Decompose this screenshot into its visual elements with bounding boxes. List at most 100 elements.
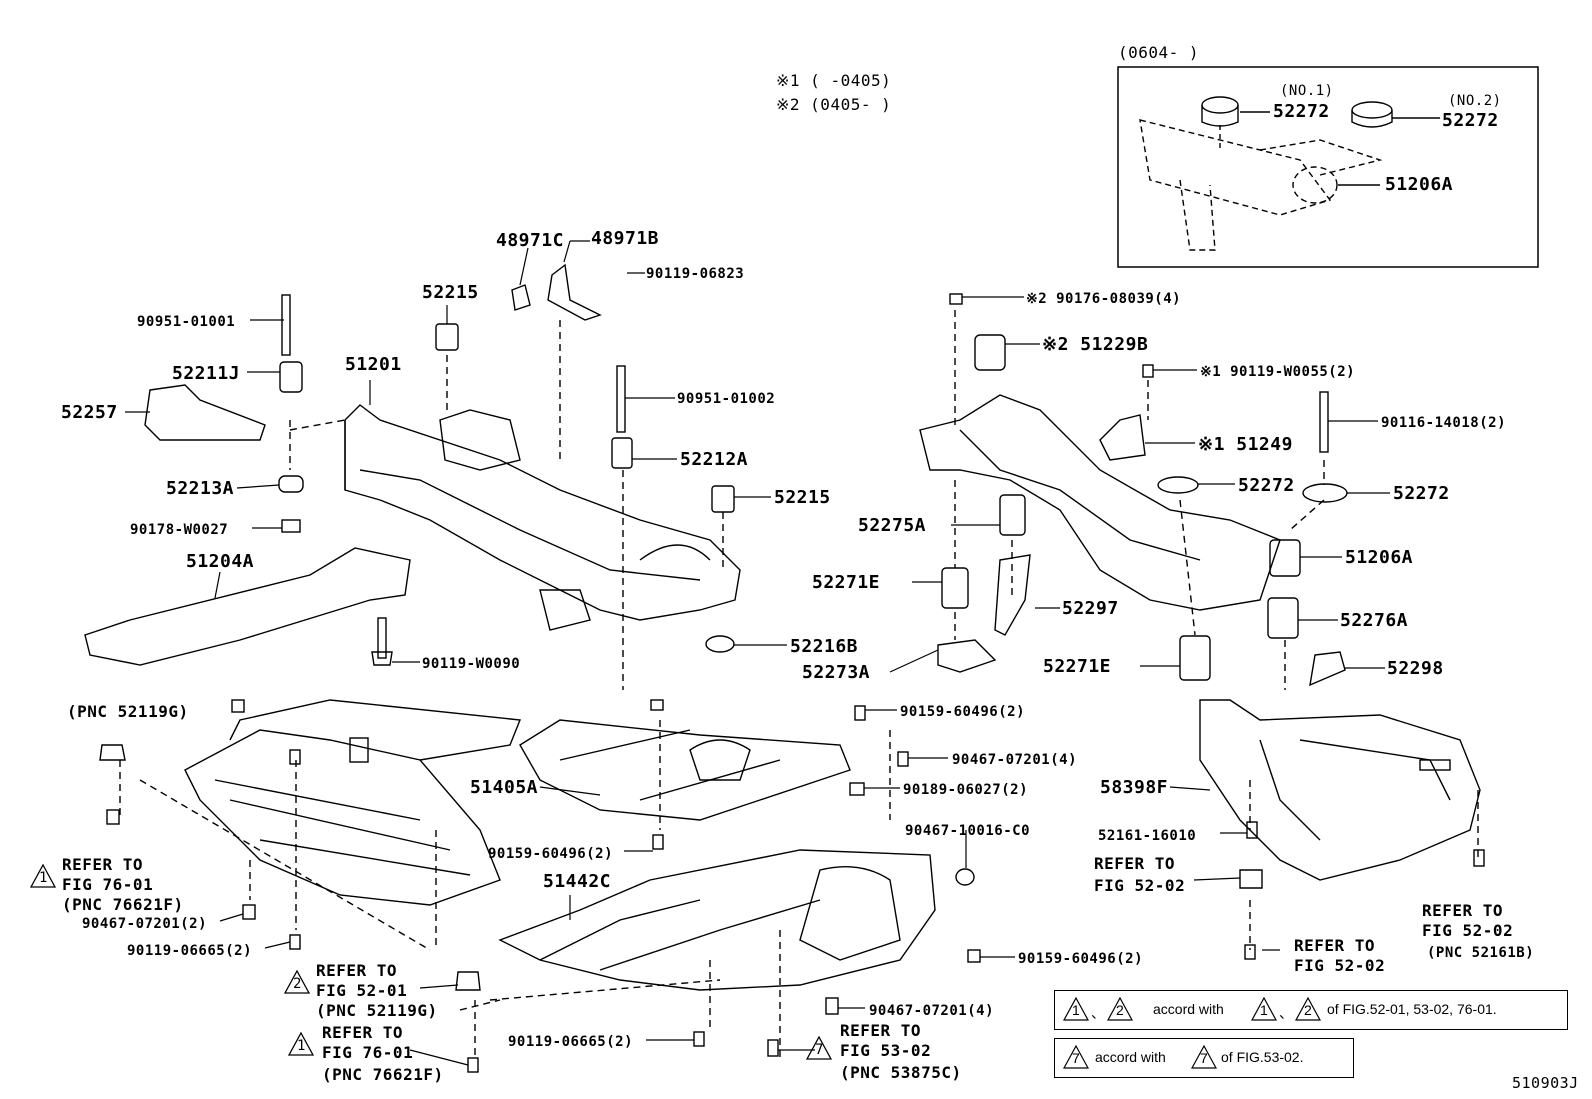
- part-90119-06823: 90119-06823: [646, 266, 745, 282]
- refer-to-text: REFER TO: [316, 961, 398, 980]
- part-52297: 52297: [1062, 598, 1119, 619]
- legend-separator: 、: [1279, 1005, 1293, 1021]
- warning-triangle-icon: [288, 1032, 314, 1056]
- part-90467-07201-bottom: 90467-07201(4): [869, 1003, 995, 1019]
- inset-no2-label: (NO.2): [1448, 93, 1502, 109]
- warning-triangle-icon: [284, 970, 310, 994]
- inset-part-52272-no1: 52272: [1273, 101, 1330, 122]
- part-90159-60496-bottom: 90159-60496(2): [1018, 951, 1144, 967]
- pnc-52119g-left: (PNC 52119G): [67, 702, 189, 721]
- part-51204a: 51204A: [186, 551, 255, 572]
- part-52271e-right: 52271E: [1043, 656, 1112, 677]
- inset-title: (0604- ): [1118, 43, 1200, 62]
- refer-to-text: REFER TO: [322, 1023, 404, 1042]
- part-51405a: 51405A: [470, 777, 539, 798]
- legend-symbol: 1: [1072, 1002, 1080, 1018]
- refer-pnc-text: (PNC 76621F): [322, 1065, 444, 1084]
- part-52212a: 52212A: [680, 449, 749, 470]
- warning-triangle-icon: [806, 1036, 832, 1060]
- refer-fig-text: FIG 52-02: [1294, 956, 1386, 975]
- refer-pnc-text: (PNC 76621F): [62, 895, 184, 914]
- refer-fig-text: FIG 52-01: [316, 981, 408, 1000]
- part-90189-06027: 90189-06027(2): [903, 782, 1029, 798]
- refer-pnc-text: (PNC 52119G): [316, 1001, 438, 1020]
- diagram-id: 510903J: [1512, 1074, 1579, 1092]
- refer-fig-text: FIG 76-01: [62, 875, 154, 894]
- refer-fig-text: FIG 76-01: [322, 1043, 414, 1062]
- part-52273a: 52273A: [802, 662, 871, 683]
- legend-symbol: 2: [1116, 1002, 1124, 1018]
- part-52213a: 52213A: [166, 478, 235, 499]
- part-52275a: 52275A: [858, 515, 927, 536]
- part-52211j: 52211J: [172, 363, 241, 384]
- legend-accord-text: accord with: [1153, 1001, 1224, 1017]
- legend-accord-text: accord with: [1095, 1049, 1166, 1065]
- part-51201: 51201: [345, 354, 402, 375]
- part-52215-top: 52215: [422, 282, 479, 303]
- refer-to-text: REFER TO: [62, 855, 144, 874]
- refer-to-text: REFER TO: [1422, 901, 1504, 920]
- refer-pnc-text: (PNC 53875C): [840, 1063, 962, 1082]
- part-52215-right: 52215: [774, 487, 831, 508]
- ref-symbol: 1: [39, 870, 48, 886]
- ref-symbol: 7: [815, 1042, 824, 1058]
- part-48971b: 48971B: [591, 228, 660, 249]
- part-90176-08039: ※2 90176-08039(4): [1026, 291, 1182, 307]
- part-51229b: ※2 51229B: [1042, 334, 1149, 355]
- legend-separator: 、: [1091, 1005, 1105, 1021]
- warning-triangle-icon: [1251, 997, 1277, 1021]
- part-90159-60496-mid: 90159-60496(2): [488, 846, 614, 862]
- part-90178-w0027: 90178-W0027: [130, 522, 229, 538]
- part-90467-07201-right: 90467-07201(4): [952, 752, 1078, 768]
- legend-box-1: 1 、 2 accord with 1 、 2 of FIG.52-01, 53…: [1054, 990, 1568, 1030]
- part-52298: 52298: [1387, 658, 1444, 679]
- inset-part-51206a: 51206A: [1385, 174, 1454, 195]
- part-90467-07201-left: 90467-07201(2): [82, 916, 208, 932]
- part-90119-06665-left: 90119-06665(2): [127, 943, 253, 959]
- legend-box-2: 7 accord with 7 of FIG.53-02.: [1054, 1038, 1354, 1078]
- part-90119-06665-bottom: 90119-06665(2): [508, 1034, 634, 1050]
- refer-fig-text: FIG 52-02: [1094, 876, 1186, 895]
- date-note-2: ※2 (0405- ): [776, 95, 892, 114]
- part-51206a: 51206A: [1345, 547, 1414, 568]
- part-52276a: 52276A: [1340, 610, 1409, 631]
- part-90467-10016-c0: 90467-10016-C0: [905, 823, 1031, 839]
- refer-fig-text: FIG 52-02: [1422, 921, 1514, 940]
- legend-fig-text: of FIG.52-01, 53-02, 76-01.: [1327, 1001, 1497, 1017]
- part-52272-right: 52272: [1393, 483, 1450, 504]
- warning-triangle-icon: [1063, 997, 1089, 1021]
- part-48971c: 48971C: [496, 230, 565, 251]
- part-52271e-left: 52271E: [812, 572, 881, 593]
- refer-fig-text: FIG 53-02: [840, 1041, 932, 1060]
- refer-to-text: REFER TO: [1294, 936, 1376, 955]
- date-note-1: ※1 ( -0405): [776, 71, 892, 90]
- ref-symbol: 1: [297, 1038, 306, 1054]
- part-90116-14018: 90116-14018(2): [1381, 415, 1507, 431]
- refer-to-text: REFER TO: [1094, 854, 1176, 873]
- part-90951-01001: 90951-01001: [137, 314, 236, 330]
- part-52272-mid: 52272: [1238, 475, 1295, 496]
- warning-triangle-icon: [1107, 997, 1133, 1021]
- refer-to-text: REFER TO: [840, 1021, 922, 1040]
- warning-triangle-icon: [1191, 1045, 1217, 1069]
- part-58398f: 58398F: [1100, 777, 1169, 798]
- legend-symbol: 2: [1304, 1002, 1312, 1018]
- inset-part-52272-no2: 52272: [1442, 110, 1499, 131]
- part-90119-w0090: 90119-W0090: [422, 656, 521, 672]
- part-52257: 52257: [61, 402, 118, 423]
- legend-symbol: 7: [1200, 1050, 1208, 1066]
- inset-no1-label: (NO.1): [1280, 83, 1334, 99]
- part-90951-01002: 90951-01002: [677, 391, 776, 407]
- legend-symbol: 7: [1072, 1050, 1080, 1066]
- part-52161-16010: 52161-16010: [1098, 828, 1197, 844]
- legend-symbol: 1: [1260, 1002, 1268, 1018]
- part-90159-60496-top: 90159-60496(2): [900, 704, 1026, 720]
- part-51442c: 51442C: [543, 871, 612, 892]
- warning-triangle-icon: [1295, 997, 1321, 1021]
- ref-symbol: 2: [293, 976, 302, 992]
- warning-triangle-icon: [1063, 1045, 1089, 1069]
- part-90119-w0055: ※1 90119-W0055(2): [1200, 364, 1356, 380]
- part-51249: ※1 51249: [1198, 434, 1293, 455]
